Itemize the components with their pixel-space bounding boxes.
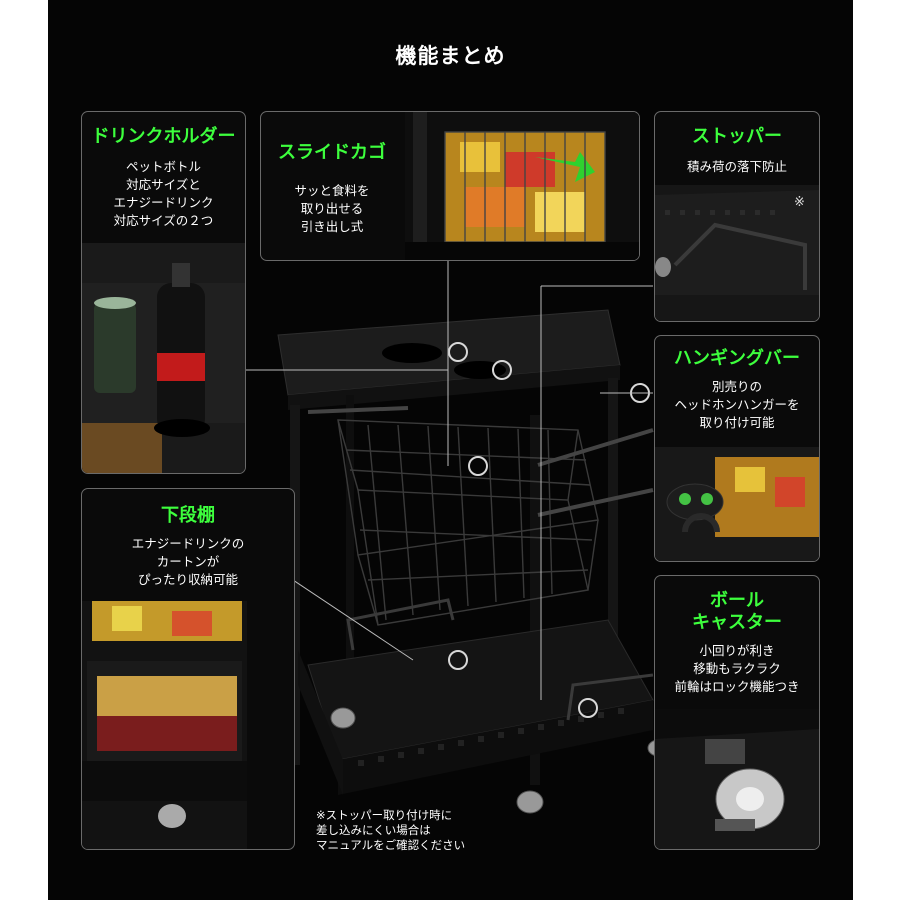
lower-shelf-heading: 下段棚	[161, 505, 215, 526]
stopper-footnote: ※ストッパー取り付け時に 差し込みにくい場合は マニュアルをご確認ください	[316, 808, 466, 852]
ball-caster-photo	[655, 709, 819, 849]
stopper-photo	[655, 185, 819, 321]
lower-shelf-text: エナジードリンクの カートンが ぴったり収納可能	[131, 536, 245, 587]
slide-basket-card: スライドカゴ サッと食料を 取り出せる 引き出し式	[260, 111, 640, 261]
cart-illustration	[277, 309, 668, 814]
lower-shelf-photo	[82, 601, 247, 849]
drink-holder-card: ドリンクホルダー ペットボトル 対応サイズと エナジードリンク 対応サイズの２つ	[81, 111, 246, 474]
drink-holder-heading: ドリンクホルダー	[91, 126, 236, 147]
drink-holder-text: ペットボトル 対応サイズと エナジードリンク 対応サイズの２つ	[113, 159, 214, 228]
slide-basket-heading: スライドカゴ	[278, 142, 386, 163]
slide-basket-text: サッと食料を 取り出せる 引き出し式	[294, 183, 370, 234]
ball-caster-text: 小回りが利き 移動もラクラク 前輪はロック機能つき	[674, 643, 800, 694]
slide-basket-photo	[405, 112, 639, 260]
stopper-note-mark: ※	[794, 195, 805, 210]
ball-caster-heading: ボール キャスター	[692, 590, 782, 633]
hanging-bar-photo	[655, 447, 819, 561]
stopper-heading: ストッパー	[692, 126, 782, 147]
ball-caster-card: ボール キャスター 小回りが利き 移動もラクラク 前輪はロック機能つき	[654, 575, 820, 850]
hanging-bar-text: 別売りの ヘッドホンハンガーを 取り付け可能	[674, 379, 800, 430]
page-title: 機能まとめ	[395, 44, 506, 68]
drink-holder-photo	[82, 243, 245, 473]
stopper-card: ストッパー 積み荷の落下防止 ※	[654, 111, 820, 322]
stopper-text: 積み荷の落下防止	[686, 159, 787, 174]
hanging-bar-heading: ハンギングバー	[674, 348, 800, 369]
hanging-bar-card: ハンギングバー 別売りの ヘッドホンハンガーを 取り付け可能	[654, 335, 820, 562]
feature-panel: 機能まとめ	[48, 0, 853, 900]
lower-shelf-card: 下段棚 エナジードリンクの カートンが ぴったり収納可能	[81, 488, 295, 850]
